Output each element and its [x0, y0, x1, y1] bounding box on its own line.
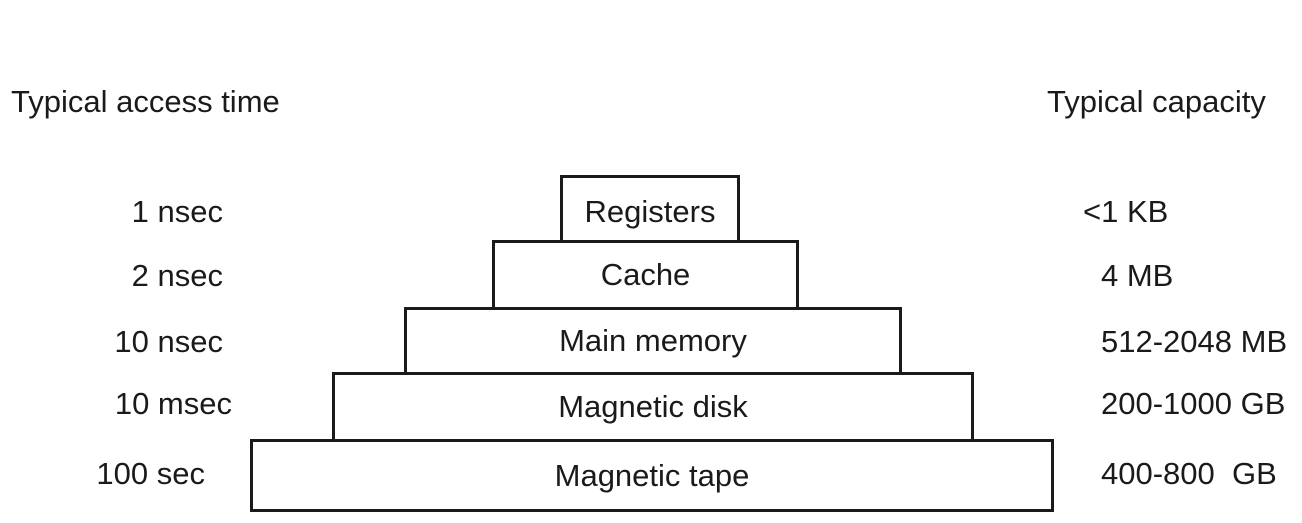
tier-main-memory: Main memory: [404, 307, 902, 375]
access-time-cache: 2 nsec: [131, 258, 223, 293]
tier-label-magnetic-disk: Magnetic disk: [558, 389, 748, 424]
access-time-magnetic-disk: 10 msec: [114, 386, 232, 421]
tier-label-registers: Registers: [584, 194, 716, 229]
tier-cache: Cache: [492, 240, 799, 310]
tier-magnetic-disk: Magnetic disk: [332, 372, 974, 442]
capacity-registers: <1 KB: [1083, 194, 1169, 229]
capacity-cache: 4 MB: [1101, 258, 1174, 293]
capacity-header: Typical capacity: [1047, 84, 1266, 119]
tier-registers: Registers: [560, 175, 740, 243]
access-time-registers: 1 nsec: [131, 194, 223, 229]
access-time-header: Typical access time: [11, 84, 280, 119]
capacity-magnetic-disk: 200-1000 GB: [1101, 386, 1286, 421]
tier-label-main-memory: Main memory: [559, 323, 747, 358]
tier-magnetic-tape: Magnetic tape: [250, 439, 1054, 512]
capacity-main-memory: 512-2048 MB: [1101, 324, 1288, 359]
access-time-main-memory: 10 nsec: [114, 324, 223, 359]
tier-label-cache: Cache: [600, 257, 691, 292]
tier-label-magnetic-tape: Magnetic tape: [554, 457, 750, 493]
capacity-magnetic-tape: 400-800 GB: [1101, 456, 1277, 491]
access-time-magnetic-tape: 100 sec: [96, 456, 205, 491]
